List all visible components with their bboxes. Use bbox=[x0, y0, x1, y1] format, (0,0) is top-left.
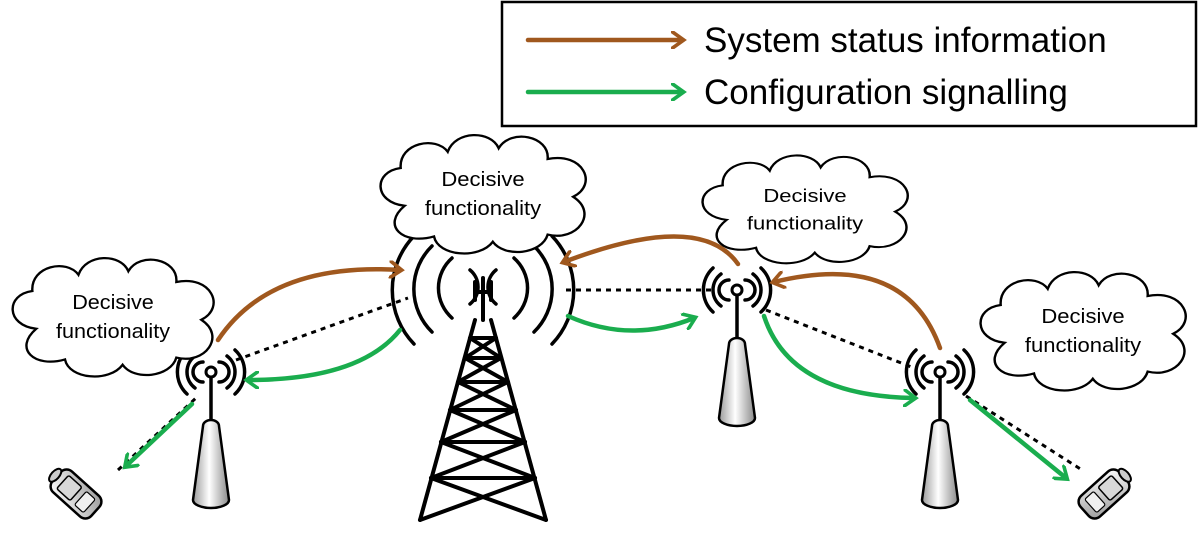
cloud-center: Decisive functionality bbox=[701, 154, 909, 265]
mobile-phone-icon bbox=[48, 467, 103, 520]
legend-label-configuration: Configuration signalling bbox=[704, 73, 1068, 112]
small-cell-antenna-icon bbox=[175, 348, 247, 510]
cell-tower-icon bbox=[390, 234, 576, 522]
link-center-right bbox=[765, 308, 915, 370]
cloud-top: Decisive functionality bbox=[379, 134, 587, 255]
small-cell-antenna-icon bbox=[904, 348, 976, 510]
cloud-right-line2: functionality bbox=[1025, 335, 1142, 357]
mobile-phone-icon bbox=[1077, 467, 1132, 520]
config-arrow-left-to-phone bbox=[126, 401, 195, 466]
legend-item-configuration: Configuration signalling bbox=[525, 73, 1068, 112]
cloud-right: Decisive functionality bbox=[979, 271, 1187, 392]
link-left-macro bbox=[235, 296, 409, 362]
cloud-left: Decisive functionality bbox=[11, 257, 215, 378]
status-arrows bbox=[215, 234, 943, 351]
config-arrow-right-to-phone bbox=[967, 397, 1066, 478]
config-arrow-center-to-right bbox=[761, 313, 914, 398]
config-arrow-macro-to-center bbox=[565, 316, 694, 333]
config-arrow-macro-to-left bbox=[248, 327, 403, 380]
small-cell-antenna-icon bbox=[701, 266, 773, 428]
cloud-top-line1: Decisive bbox=[441, 169, 524, 191]
status-arrow-right-to-center bbox=[774, 274, 943, 351]
cloud-center-line2: functionality bbox=[747, 214, 864, 234]
cloud-top-line2: functionality bbox=[425, 198, 542, 220]
link-right-phone bbox=[965, 394, 1083, 472]
status-arrow-center-to-macro bbox=[564, 234, 741, 264]
status-arrow-left-to-macro bbox=[215, 269, 400, 343]
cloud-left-line1: Decisive bbox=[72, 292, 154, 314]
cloud-right-line1: Decisive bbox=[1041, 306, 1124, 328]
cloud-left-line2: functionality bbox=[56, 320, 171, 342]
legend-label-system-status: System status information bbox=[704, 21, 1107, 60]
legend-box bbox=[500, 0, 1198, 128]
legend-item-system-status: System status information bbox=[525, 21, 1107, 60]
config-arrows bbox=[126, 316, 1066, 478]
cloud-center-line1: Decisive bbox=[763, 186, 846, 206]
legend: System status information Configuration … bbox=[500, 0, 1198, 128]
